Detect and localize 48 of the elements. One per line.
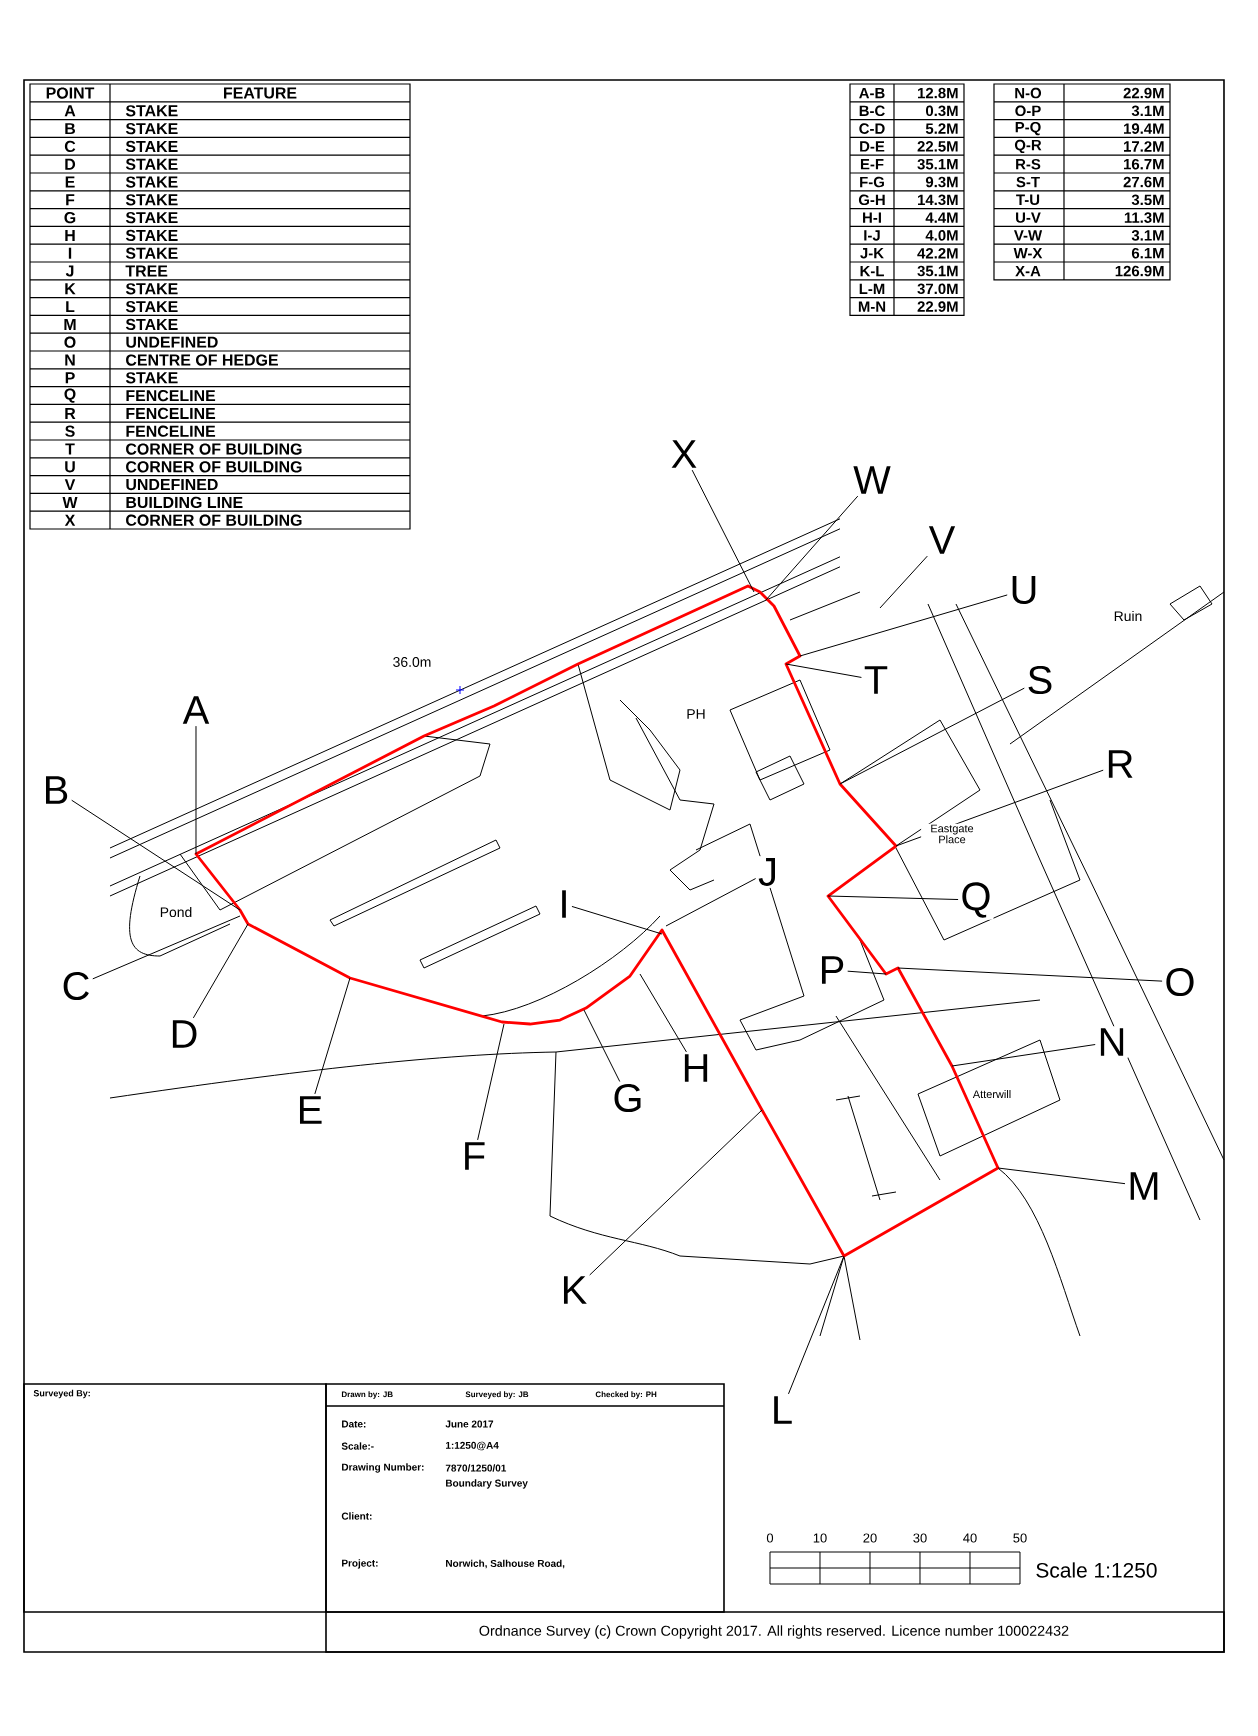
point-letter: H [679, 1052, 713, 1084]
leader-line [799, 594, 1008, 657]
point-letter: G [610, 1081, 646, 1115]
point-letter: U [1007, 574, 1041, 606]
point-letter: K [558, 1274, 590, 1306]
scale-label: Scale 1:1250 [1036, 1562, 1157, 1578]
point-letter: D [167, 1018, 201, 1050]
point-letter: I [556, 888, 572, 920]
point-letter: V [926, 524, 958, 556]
leader-line [589, 1109, 763, 1276]
point-letter: P [816, 954, 848, 986]
point-letter: L [768, 1394, 796, 1426]
leader-line [71, 799, 241, 911]
leader-line [897, 967, 1163, 982]
leader-line [571, 905, 663, 935]
point-letter: E [294, 1094, 326, 1126]
leader-line [951, 1044, 1096, 1067]
leader-line [839, 687, 1025, 785]
leader-line [192, 923, 249, 1019]
leader-line [195, 725, 197, 855]
leader-line [997, 1167, 1126, 1185]
point-letter: T [861, 664, 891, 696]
leader-line [665, 878, 757, 927]
leader-line [787, 1255, 845, 1395]
point-letter: X [668, 438, 700, 470]
point-letter: N [1095, 1026, 1129, 1058]
point-letter: W [851, 464, 893, 496]
leader-line [879, 555, 928, 609]
leader-line [827, 895, 959, 901]
leader-line [847, 970, 887, 975]
point-letter: F [459, 1140, 489, 1172]
leader-line [639, 973, 687, 1053]
point-letter: C [59, 969, 93, 1003]
leader-line [92, 915, 241, 980]
point-letter: J [756, 856, 780, 888]
leader-line [477, 1023, 505, 1141]
point-letter: M [1125, 1170, 1163, 1202]
leader-line [314, 977, 351, 1095]
leader-line [691, 469, 755, 593]
point-letter: A [180, 694, 212, 726]
point-letter: S [1024, 663, 1056, 697]
point-letter: R [1103, 748, 1137, 780]
point-letter: O [1162, 965, 1198, 999]
leader-line [765, 495, 859, 601]
point-letter: B [40, 774, 72, 806]
leader-line [583, 1009, 621, 1082]
point-letter: Q [958, 880, 994, 920]
leader-line [785, 663, 862, 678]
